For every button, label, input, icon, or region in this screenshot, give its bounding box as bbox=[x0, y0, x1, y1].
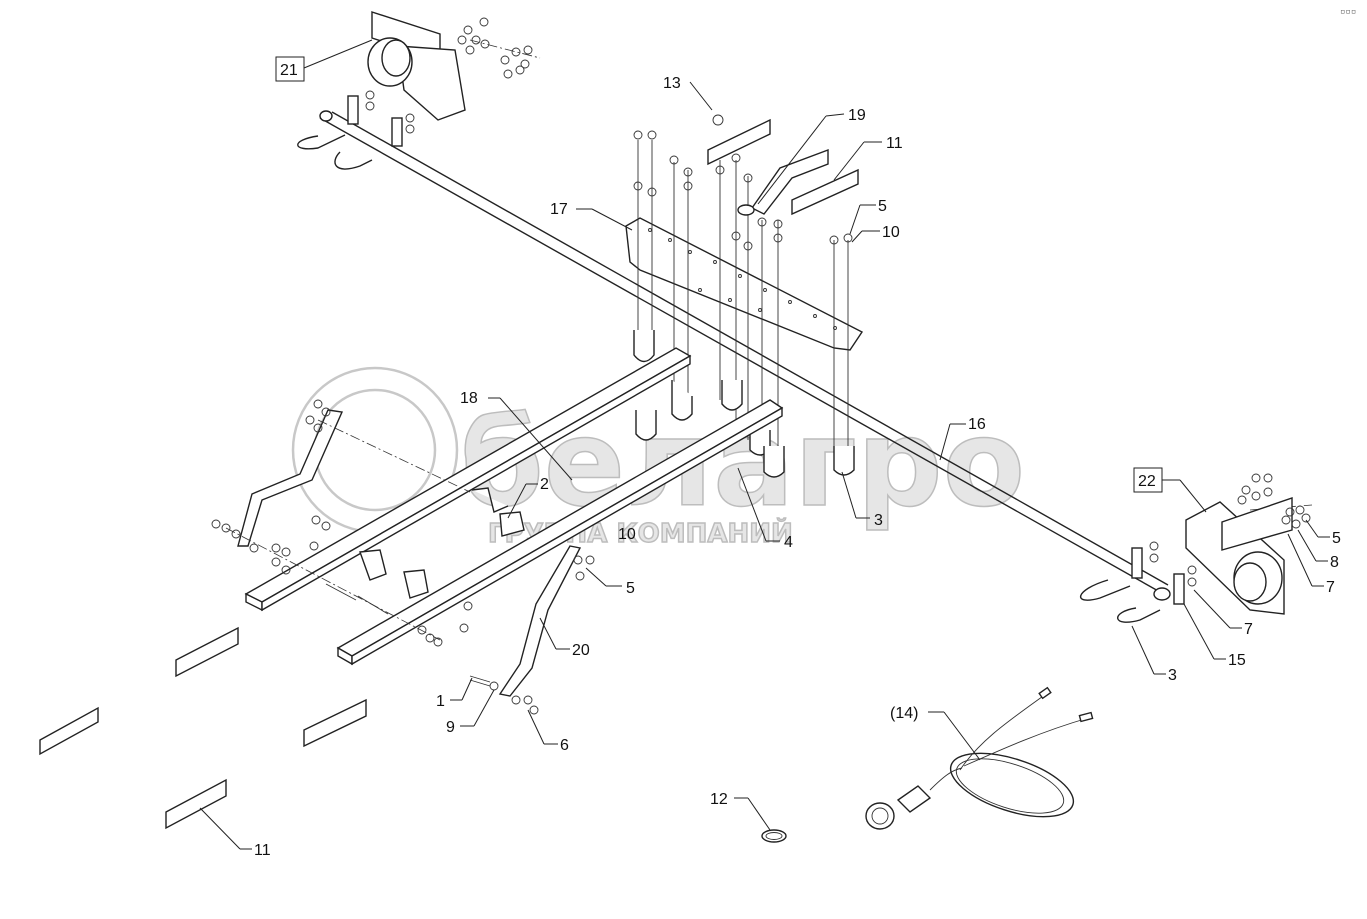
callout-4: 4 bbox=[784, 534, 793, 551]
lamp-assembly-right bbox=[1079, 473, 1311, 623]
callout-7-right: 7 bbox=[1326, 579, 1335, 596]
cable-harness bbox=[865, 686, 1094, 830]
square-tubes bbox=[244, 347, 784, 666]
callout-5-top: 5 bbox=[878, 198, 887, 215]
callout-19: 19 bbox=[848, 107, 866, 124]
callout-10-top: 10 bbox=[882, 224, 900, 241]
callout-2: 2 bbox=[540, 476, 549, 493]
stickers-bottom bbox=[39, 626, 367, 830]
callout-3-mid: 3 bbox=[874, 512, 883, 529]
callout-22: 22 bbox=[1138, 473, 1156, 490]
leader-lines bbox=[199, 39, 1330, 850]
callout-box-21 bbox=[275, 56, 305, 82]
corner-mark: ▫▫▫ bbox=[1340, 7, 1356, 17]
lamp-assembly-left bbox=[297, 11, 533, 170]
callout-18: 18 bbox=[460, 390, 478, 407]
callout-3-right: 3 bbox=[1168, 667, 1177, 684]
callout-10-mid: 10 bbox=[618, 526, 636, 543]
callout-17: 17 bbox=[550, 201, 568, 218]
callout-box-22 bbox=[1133, 467, 1163, 493]
callout-14: (14) bbox=[890, 705, 918, 722]
mounting-plate bbox=[625, 217, 864, 351]
hardware-bottom bbox=[211, 399, 595, 715]
callout-11-top: 11 bbox=[886, 135, 903, 152]
callout-21: 21 bbox=[280, 62, 298, 79]
callout-11-bottom: 11 bbox=[254, 842, 271, 859]
callout-5-right: 5 bbox=[1332, 530, 1341, 547]
main-tube bbox=[319, 110, 1171, 601]
callout-7-low: 7 bbox=[1244, 621, 1253, 638]
callout-16: 16 bbox=[968, 416, 986, 433]
callout-5-mid: 5 bbox=[626, 580, 635, 597]
callout-labels: 21 22 13 19 11 17 5 10 18 16 2 10 4 3 5 … bbox=[254, 62, 1341, 859]
callout-8: 8 bbox=[1330, 554, 1339, 571]
callout-12: 12 bbox=[710, 791, 728, 808]
callout-1: 1 bbox=[436, 693, 445, 710]
callout-9: 9 bbox=[446, 719, 455, 736]
callout-15: 15 bbox=[1228, 652, 1246, 669]
callout-13: 13 bbox=[663, 75, 681, 92]
stickers-top bbox=[707, 118, 859, 216]
plate-bolts bbox=[633, 114, 855, 478]
ring-part bbox=[761, 829, 787, 843]
watermark-ring-inner bbox=[313, 388, 437, 512]
callout-20: 20 bbox=[572, 642, 590, 659]
u-bolts bbox=[359, 487, 525, 599]
support-brackets bbox=[237, 409, 582, 697]
callout-6: 6 bbox=[560, 737, 569, 754]
